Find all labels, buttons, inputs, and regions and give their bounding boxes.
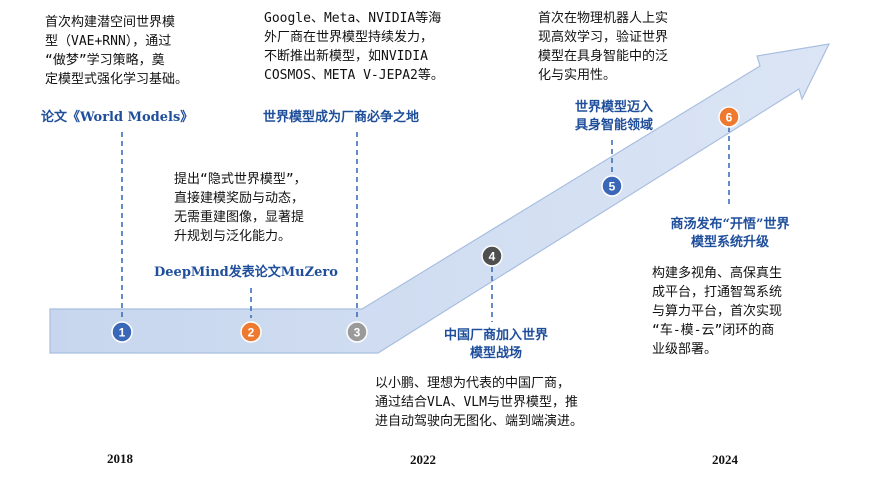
milestone-3-title: 世界模型成为厂商必争之地: [263, 110, 420, 125]
milestone-2-number: 2: [248, 326, 255, 340]
milestone-3-number: 3: [354, 326, 361, 340]
milestone-3-description: Google、Meta、NVIDIA等海 外厂商在世界模型持续发力， 不断推出新…: [264, 11, 444, 83]
milestone-5-description: 首次在物理机器人上实 现高效学习，验证世界 模型在具身智能中的泛 化与实用性。: [538, 11, 669, 83]
year-label-2024: 2024: [712, 452, 738, 467]
milestone-1-title: 论文《World Models》: [41, 110, 194, 125]
milestone-4-marker: 4: [481, 245, 503, 267]
milestone-4-description: 以小鹏、理想为代表的中国厂商， 通过结合VLA、VLM与世界模型，推 进自动驾驶…: [375, 376, 584, 429]
milestone-3-marker: 3: [346, 321, 368, 343]
year-label-2022: 2022: [410, 452, 436, 467]
milestone-5-title: 世界模型迈入 具身智能领域: [574, 100, 653, 133]
milestone-2-title: DeepMind发表论文MuZero: [154, 265, 338, 280]
year-label-2018: 2018: [107, 451, 133, 466]
milestone-1-marker: 1: [111, 321, 133, 343]
milestone-6-marker: 6: [718, 106, 740, 128]
milestone-1-description: 首次构建潜空间世界模 型（VAE+RNN），通过 “做梦”学习策略，奠 定模型式…: [45, 15, 189, 87]
milestone-4-title: 中国厂商加入世界 模型战场: [443, 328, 548, 361]
milestone-2-marker: 2: [240, 321, 262, 343]
milestone-4-number: 4: [489, 250, 496, 264]
milestone-5-number: 5: [609, 180, 616, 194]
timeline-band: [49, 43, 831, 354]
milestone-6-number: 6: [726, 111, 733, 125]
milestone-6-title: 商汤发布“开悟”世界 模型系统升级: [670, 217, 790, 250]
milestone-6-description: 构建多视角、高保真生 成平台，打通智驾系统 与算力平台，首次实现 “车-模-云”…: [652, 266, 783, 357]
milestone-5-marker: 5: [601, 175, 623, 197]
milestone-1-number: 1: [119, 326, 126, 340]
milestone-2-description: 提出“隐式世界模型”， 直接建模奖励与动态， 无需重建图像，显著提 升规划与泛化…: [174, 172, 307, 244]
